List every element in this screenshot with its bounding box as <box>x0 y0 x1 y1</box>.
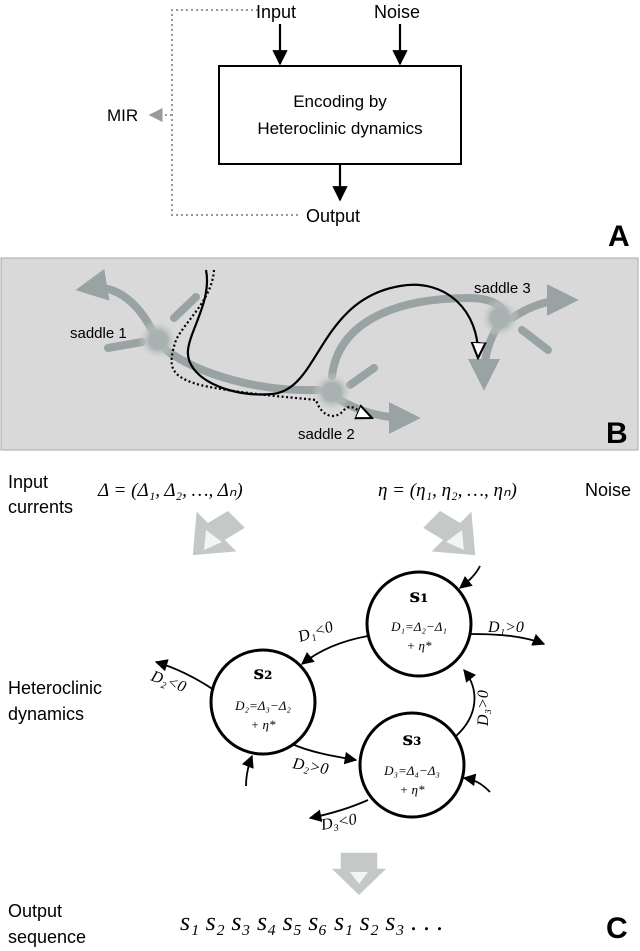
flow-s3-in-right <box>518 326 552 354</box>
trajectory-solid <box>186 269 478 396</box>
label-d3-neg: D₃<0 <box>319 811 358 834</box>
flow-s1-in-left <box>104 338 146 352</box>
saddle-3-label: saddle 3 <box>474 280 531 297</box>
state-s1-eq2: + η* <box>407 638 432 653</box>
arrow-s1-to-s2 <box>301 635 369 665</box>
delta-equation: Δ = (Δ₁, Δ₂, …, Δₙ) <box>97 480 243 501</box>
saddle-2-label: saddle 2 <box>298 426 355 443</box>
label-d3-pos: D₃>0 <box>475 690 492 727</box>
state-s2-eq2: + η* <box>251 717 276 732</box>
state-s1-name: s₁ <box>409 585 428 607</box>
eta-arrow-inner <box>446 530 464 550</box>
state-s2-eq1: D₂=Δ₃−Δ₂ <box>234 698 291 713</box>
arrow-s2-in <box>241 754 254 787</box>
arrow-s3-out <box>308 799 369 822</box>
panel-c: Input currents Δ = (Δ₁, Δ₂, …, Δₙ) η = (… <box>8 472 631 947</box>
state-s3-eq1: D₃=Δ₄−Δ₃ <box>383 763 440 778</box>
state-s2-name: s₂ <box>253 662 272 684</box>
arrow-s3-in <box>462 773 491 793</box>
eta-input-arrow <box>420 508 477 557</box>
input-currents-line1: Input <box>8 472 48 492</box>
output-sequence-line2: sequence <box>8 927 86 947</box>
saddle-1-point <box>138 320 178 360</box>
arrow-s2-to-s3 <box>291 743 358 765</box>
state-s2-circle <box>209 648 317 756</box>
noise-label: Noise <box>374 2 420 22</box>
output-sequence-line1: Output <box>8 901 62 921</box>
transition-arrows <box>154 565 546 822</box>
panel-letter-a: A <box>608 220 630 253</box>
flow-s1-to-s2 <box>162 346 322 395</box>
panel-b: saddle 1 saddle 2 saddle 3 B <box>0 257 639 451</box>
eta-equation: η = (η₁, η₂, …, ηₙ) <box>378 480 517 501</box>
saddle-3-point <box>480 298 520 338</box>
panel-letter-b: B <box>606 417 628 450</box>
state-s3-circle <box>358 711 466 819</box>
output-arrow-inner <box>350 872 368 884</box>
state-s1-eq1: D₁=Δ₂−Δ₁ <box>390 619 447 634</box>
saddle-1-label: saddle 1 <box>70 325 127 342</box>
trajectory-dotted <box>170 269 372 418</box>
box-line2: Heteroclinic dynamics <box>257 119 422 138</box>
flow-s2-in-right <box>346 364 378 389</box>
arrow-s3-to-s1 <box>455 669 477 737</box>
arrow-s2-out <box>154 659 215 691</box>
output-label: Output <box>306 206 360 226</box>
panel-a: MIR Input Noise Encoding by Heteroclinic… <box>107 2 630 253</box>
label-d1-neg: D₁<0 <box>295 619 335 647</box>
flow-s1-in-top <box>170 293 200 322</box>
panel-letter-c: C <box>606 912 628 945</box>
label-d2-pos: D₂>0 <box>290 755 329 778</box>
box-line1: Encoding by <box>293 92 387 111</box>
encoding-box <box>218 65 462 165</box>
label-d1-pos: D₁>0 <box>487 619 524 636</box>
flow-s1-out-left <box>75 269 156 334</box>
state-s1-circle <box>365 570 473 678</box>
delta-input-arrow <box>191 508 248 557</box>
mir-label: MIR <box>107 106 138 125</box>
state-s3-eq2: + η* <box>400 782 425 797</box>
input-flow-arrows <box>191 508 477 557</box>
hetero-line1: Heteroclinic <box>8 678 102 698</box>
hetero-line2: dynamics <box>8 704 84 724</box>
input-label: Input <box>256 2 296 22</box>
delta-arrow-inner <box>204 530 222 550</box>
saddle-2-point <box>312 372 352 412</box>
noise-label-c: Noise <box>585 480 631 500</box>
arrow-s1-out <box>469 633 546 646</box>
mir-feedback-loop <box>171 9 300 216</box>
output-sequence: s₁ s₂ s₃ s₄ s₅ s₆ s₁ s₂ s₃ . . . <box>180 907 443 936</box>
state-s3-name: s₃ <box>402 728 421 750</box>
arrow-s1-in <box>459 565 481 589</box>
input-currents-line2: currents <box>8 497 73 517</box>
